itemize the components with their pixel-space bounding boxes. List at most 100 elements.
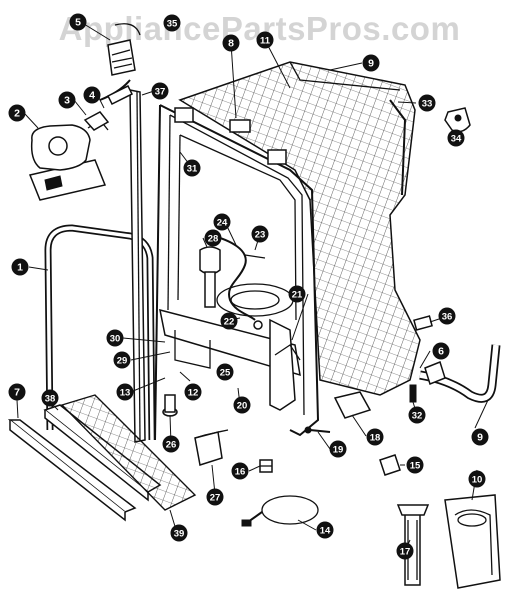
callout-2: 2: [8, 104, 26, 122]
callout-badge: [151, 82, 169, 100]
callout-badge: [170, 524, 188, 542]
callout-number: 5: [75, 17, 81, 29]
callout-number: 9: [368, 58, 374, 70]
callout-number: 18: [370, 433, 381, 444]
callout-38: 38: [41, 389, 59, 407]
callout-number: 37: [155, 87, 166, 98]
callout-18: 18: [366, 428, 384, 446]
fill-hose: [209, 234, 266, 330]
callout-badge: [447, 129, 465, 147]
callout-number: 10: [472, 475, 483, 486]
callout-8: 8: [222, 34, 240, 52]
callout-16: 16: [231, 462, 249, 480]
callout-badge: [256, 31, 274, 49]
callout-23: 23: [251, 225, 269, 243]
callout-21: 21: [288, 285, 306, 303]
callout-badge: [329, 440, 347, 458]
toe-panel-7: [7, 419, 137, 522]
callout-number: 26: [166, 440, 177, 451]
callout-badge: [116, 383, 134, 401]
callout-badge: [222, 34, 240, 52]
callout-number: 21: [292, 290, 303, 301]
callout-number: 9: [477, 432, 483, 444]
screw-32: [409, 384, 417, 403]
sump-assembly: [159, 283, 301, 411]
callout-number: 35: [167, 19, 178, 30]
callout-20: 20: [233, 396, 251, 414]
callout-number: 12: [188, 388, 199, 399]
callout-number: 7: [14, 387, 20, 399]
callout-badge: [316, 521, 334, 539]
tub-shell: [178, 61, 421, 396]
callout-badge: [408, 406, 426, 424]
callout-number: 33: [422, 99, 433, 110]
callout-badge: [106, 329, 124, 347]
callout-badge: [288, 285, 306, 303]
callout-6: 6: [432, 342, 450, 360]
callout-35: 35: [163, 14, 181, 32]
bracket-34: [444, 107, 471, 133]
callout-12: 12: [184, 383, 202, 401]
panel-39: [60, 394, 197, 511]
callout-14: 14: [316, 521, 334, 539]
callout-badge: [396, 542, 414, 560]
callout-30: 30: [106, 329, 124, 347]
callout-number: 6: [438, 346, 444, 358]
callout-number: 15: [410, 461, 421, 472]
callout-badge: [220, 312, 238, 330]
callout-number: 20: [237, 401, 248, 412]
bracket-8: [229, 119, 251, 133]
block-15: [379, 454, 401, 476]
callout-number: 16: [235, 467, 246, 478]
callout-4: 4: [83, 86, 101, 104]
callout-number: 14: [320, 526, 331, 537]
callout-badge: [468, 470, 486, 488]
callout-badge: [362, 54, 380, 72]
callout-number: 29: [117, 356, 128, 367]
callout-31: 31: [183, 159, 201, 177]
callout-15: 15: [406, 456, 424, 474]
callout-number: 28: [208, 234, 219, 245]
callout-number: 11: [260, 36, 271, 47]
callout-badge: [184, 383, 202, 401]
drain-hose: [419, 344, 501, 403]
callout-number: 1: [17, 262, 23, 274]
callout-number: 22: [224, 317, 235, 328]
shield-10: [444, 494, 501, 589]
callout-number: 13: [120, 388, 131, 399]
callout-34: 34: [447, 129, 465, 147]
clip-36: [413, 315, 433, 331]
callout-32: 32: [408, 406, 426, 424]
callout-number: 36: [442, 312, 453, 323]
callout-number: 34: [451, 134, 462, 145]
fitting-16: [259, 459, 273, 473]
callout-7: 7: [8, 383, 26, 401]
wire-loop-14: [241, 495, 319, 527]
callout-24: 24: [213, 213, 231, 231]
callout-28: 28: [204, 229, 222, 247]
callout-number: 17: [400, 547, 411, 558]
callout-badge: [216, 363, 234, 381]
callout-number: 27: [210, 493, 221, 504]
screw-19: [304, 426, 331, 434]
callout-badge: [406, 456, 424, 474]
callout-number: 39: [174, 529, 185, 540]
callout-26: 26: [162, 435, 180, 453]
callout-badge: [438, 307, 456, 325]
callout-9: 9: [471, 428, 489, 446]
bracket-18: [333, 391, 372, 419]
callout-badge: [113, 351, 131, 369]
callout-number: 32: [412, 411, 423, 422]
callout-badge: [163, 14, 181, 32]
callout-number: 8: [228, 38, 234, 50]
callout-badge: [233, 396, 251, 414]
callout-22: 22: [220, 312, 238, 330]
callout-badge: [231, 462, 249, 480]
callout-number: 38: [45, 394, 56, 405]
inlet-valve: [28, 119, 109, 201]
callout-number: 4: [89, 90, 95, 102]
float-28: [199, 246, 221, 308]
pump-26: [162, 394, 178, 417]
callout-badge: [58, 91, 76, 109]
callout-number: 23: [255, 230, 266, 241]
